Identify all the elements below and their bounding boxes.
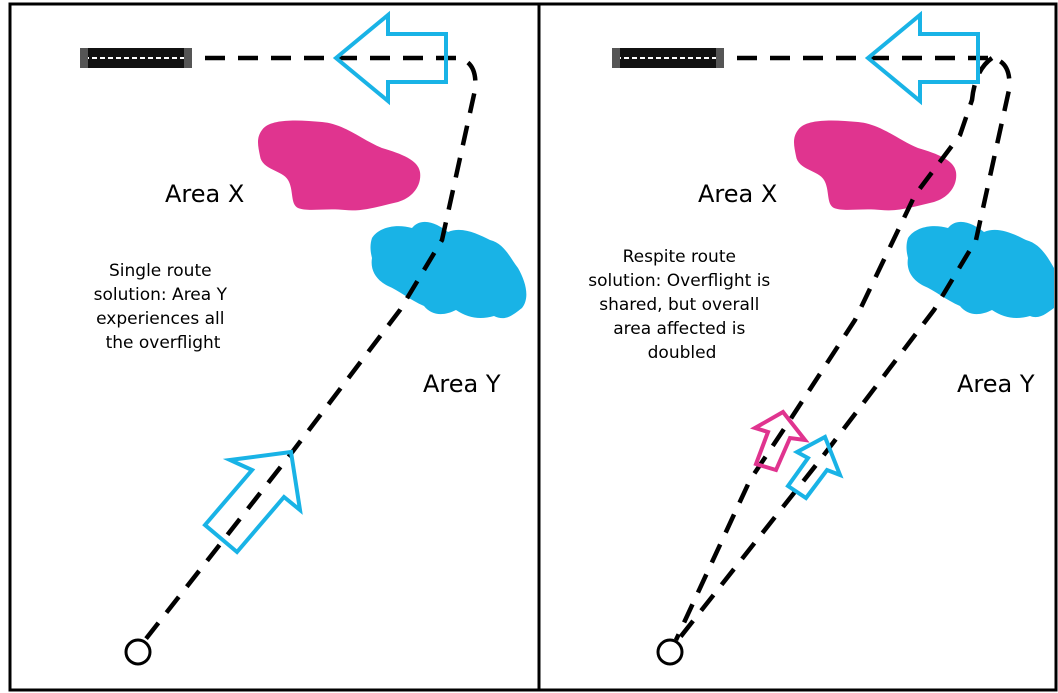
route-line	[143, 55, 478, 642]
runway-icon	[612, 48, 724, 68]
origin-circle-icon	[124, 638, 152, 666]
area-y-label: Area Y	[423, 370, 501, 398]
panel-frame	[537, 2, 1058, 692]
area-x-label: Area X	[698, 180, 777, 208]
area-y-label: Area Y	[957, 370, 1035, 398]
caption-line: solution: Overflight is	[588, 271, 770, 291]
caption-line: solution: Area Y	[94, 285, 228, 305]
runway-icon	[80, 48, 192, 68]
caption-line: the overflight	[106, 333, 221, 353]
route-line	[676, 55, 1012, 642]
direction-arrow-icon	[749, 409, 810, 473]
caption: Respite route solution: Overflight is sh…	[588, 247, 775, 363]
area-x-label: Area X	[165, 180, 244, 208]
caption-line: area affected is	[613, 319, 745, 339]
direction-arrow-icon	[785, 434, 844, 501]
panel-frame	[8, 2, 541, 692]
direction-arrow-icon	[202, 449, 303, 555]
caption-line: experiences all	[96, 309, 224, 329]
caption-line: Respite route	[623, 247, 736, 267]
direction-arrow-icon	[332, 10, 448, 106]
respite-route-line	[673, 56, 994, 641]
area-y-shape	[906, 221, 1054, 318]
caption-line: doubled	[648, 343, 717, 363]
caption-line: Single route	[109, 261, 212, 281]
direction-arrow-icon	[864, 10, 980, 106]
area-x-shape	[794, 120, 957, 211]
caption: Single route solution: Area Y experience…	[94, 261, 233, 353]
caption-line: shared, but overall	[599, 295, 759, 315]
panel-respite-route: Area X Area Y Respite route solution: Ov…	[537, 2, 1058, 692]
area-y-shape	[370, 221, 527, 319]
area-x-shape	[258, 120, 421, 211]
panel-single-route: Area X Area Y Single route solution: Are…	[8, 2, 541, 692]
origin-circle-icon	[656, 638, 684, 666]
